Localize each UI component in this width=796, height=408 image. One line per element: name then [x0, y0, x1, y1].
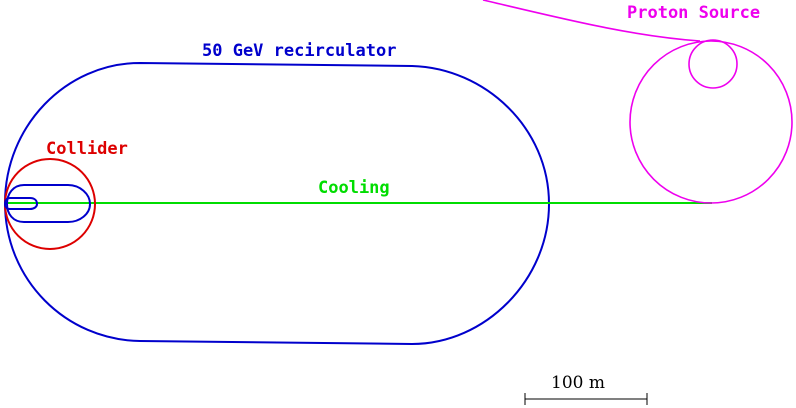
- recirculator-ring: [3, 61, 551, 346]
- proton-source-large-ring: [629, 40, 793, 204]
- proton-source-small-ring: [688, 39, 738, 89]
- scale-label: 100 m: [551, 373, 605, 393]
- proton-injection-line: [482, 0, 701, 42]
- tiny-racetrack: [3, 197, 39, 210]
- collider-racetrack: [5, 184, 92, 223]
- recirculator-label: 50 GeV recirculator: [202, 41, 396, 61]
- collider-label: Collider: [46, 139, 128, 159]
- cooling-label: Cooling: [318, 178, 390, 198]
- scale-bar: [524, 393, 648, 405]
- proton-source-label: Proton Source: [627, 3, 760, 23]
